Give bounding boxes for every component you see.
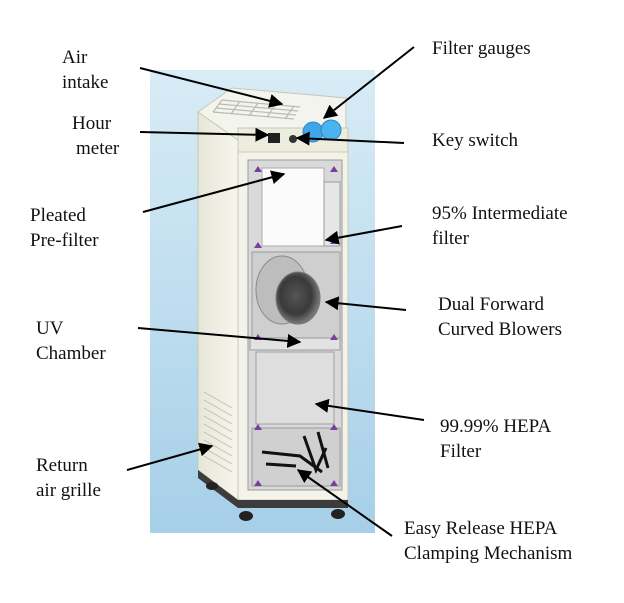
clamping-mechanism <box>261 431 330 475</box>
return-air-grille <box>203 391 233 473</box>
leader-arrows <box>126 46 425 537</box>
arrow-hepa-filter <box>314 398 425 421</box>
arrow-blowers <box>324 296 407 311</box>
caster-wheel <box>331 509 345 519</box>
arrow-pleated-prefilter <box>142 170 286 213</box>
caster-wheel <box>239 511 253 521</box>
arrow-return-air-grille <box>126 442 214 471</box>
cabinet-base <box>198 470 348 508</box>
pleated-prefilter <box>261 167 325 247</box>
key-switch <box>289 135 297 143</box>
label-pleated-prefilter: Pleated Pre-filter <box>30 205 99 251</box>
filter-gauge-right <box>320 119 342 141</box>
arrow-clamping <box>296 469 393 537</box>
intermediate-filter <box>323 181 341 247</box>
label-hour-meter: Hour meter <box>72 113 120 159</box>
hour-meter-display <box>268 133 280 143</box>
label-filter-gauges: Filter gauges <box>432 38 531 59</box>
arrow-hour-meter <box>139 127 270 142</box>
arrow-air-intake <box>139 67 284 108</box>
cabinet-side <box>197 111 239 501</box>
arrow-intermediate-filter <box>324 225 403 245</box>
blower-wheel <box>275 271 321 325</box>
arrow-filter-gauges <box>322 46 415 119</box>
arrow-key-switch <box>295 131 405 146</box>
caster-wheel <box>206 482 218 490</box>
arrow-uv-chamber <box>137 327 302 348</box>
air-intake-vents <box>212 99 301 120</box>
label-intermediate-filter: 95% Intermediate filter <box>432 203 568 249</box>
label-key-switch: Key switch <box>432 130 519 151</box>
label-blowers: Dual Forward Curved Blowers <box>438 294 563 340</box>
label-uv-chamber: UV Chamber <box>36 318 106 364</box>
label-clamping: Easy Release HEPA Clamping Mechanism <box>404 518 573 564</box>
label-return-air-grille: Return air grille <box>36 455 101 501</box>
hepa-filter <box>255 351 335 425</box>
label-air-intake: Air intake <box>62 47 109 93</box>
label-hepa-filter: 99.99% HEPA Filter <box>440 416 552 462</box>
